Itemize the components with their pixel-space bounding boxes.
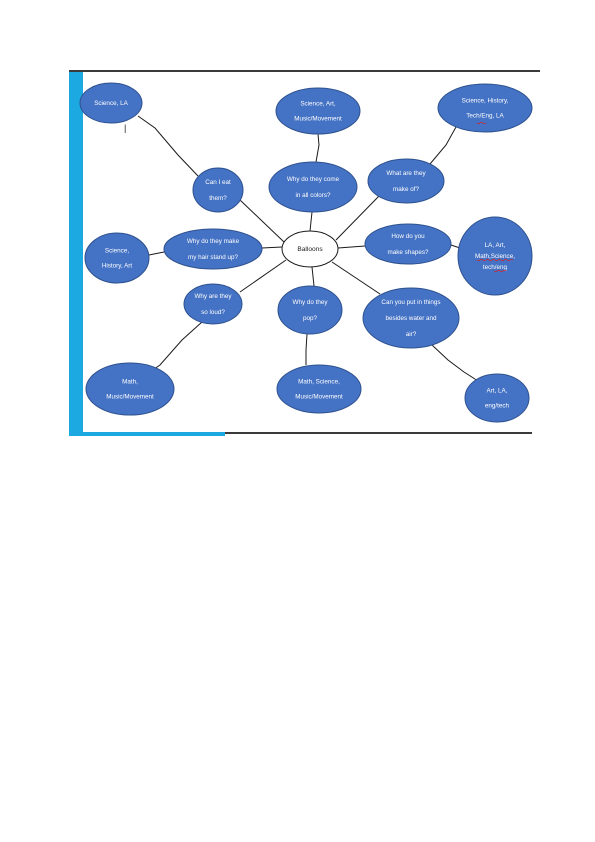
subject-bubble-shapes-subj: LA, Art, Math,Science, tech/eng [457,216,533,296]
question-bubble-eat: Can I eat them? [192,167,244,213]
subject-bubble-eat-subj-shape [79,82,143,124]
spellcheck-squiggle [476,121,487,125]
subject-bubble-loud-subj-shape [85,362,175,416]
question-bubble-hair-shape [163,228,263,270]
stray-mark: | [124,123,126,133]
question-bubble-eat-text-line: Can I eat [205,179,231,186]
connector-center-colors [309,211,313,232]
spellcheck-squiggle [476,258,514,262]
subject-bubble-colors-subj-text-line: Music/Movement [294,116,342,123]
subject-bubble-made-subj: Science, History, Tech/Eng, LA [437,83,533,133]
subject-bubble-pop-subj-text-line: Math, Science, [298,379,340,386]
subject-bubble-eat-subj: Science, LA [79,82,143,124]
connector-colors-subj [315,133,320,163]
connector-made-subj [429,126,457,165]
question-bubble-made: What are they make of? [367,158,445,204]
question-bubble-made-text-line: What are they [386,170,426,177]
question-bubble-things-shape [362,287,460,349]
question-bubble-shapes-text-line: make shapes? [388,249,429,256]
subject-bubble-things-subj: Art, LA, eng/tech [464,373,530,423]
question-bubble-loud-text-line: so loud? [201,309,225,316]
question-bubble-things-text-line: air? [406,331,417,338]
question-bubble-colors: Why do they come in all colors? [268,161,358,213]
question-bubble-hair-text-line: Why do they make [187,238,240,245]
connector-center-made [335,194,381,241]
subject-bubble-shapes-subj-text-line: Math,Science, [475,253,515,260]
question-bubble-loud: Why are they so loud? [183,283,243,325]
connector-pop-subj [305,333,308,365]
connector-lines [137,115,479,382]
subject-bubble-colors-subj-text-line: Science, Art, [300,101,336,108]
question-bubble-shapes-text-line: How do you [391,233,425,240]
question-bubble-colors-text-line: in all colors? [296,192,331,199]
question-bubble-pop-text-line: pop? [303,315,318,322]
subject-bubble-colors-subj-shape [275,87,361,135]
subject-bubble-loud-subj-text-line: Music/Movement [106,394,154,401]
connector-center-things [331,261,381,295]
question-bubble-loud-text-line: Why are they [194,293,232,300]
subject-bubble-pop-subj-text-line: Music/Movement [295,394,343,401]
subject-bubble-hair-subj-text-line: History, Art [102,263,133,270]
connector-center-eat [239,199,285,243]
subject-bubble-colors-subj: Science, Art, Music/Movement [275,87,361,135]
question-bubble-colors-text-line: Why do they come [287,176,340,183]
subject-bubble-hair-subj: Science, History, Art [84,232,150,284]
subject-bubble-eat-subj-text-line: Science, LA [94,100,128,107]
question-bubble-hair: Why do they make my hair stand up? [163,228,263,270]
subject-bubble-shapes-subj-text-line: LA, Art, [485,242,506,249]
question-bubble-eat-text-line: them? [209,195,227,202]
question-bubble-eat-shape [192,167,244,213]
subject-bubble-things-subj-shape [464,373,530,423]
connector-center-pop [311,266,315,287]
subject-bubble-loud-subj-text-line: Math, [122,379,138,386]
question-bubble-things-text-line: besides water and [385,315,437,322]
subject-bubble-hair-subj-shape [84,232,150,284]
subject-bubble-hair-subj-text-line: Science, [105,248,129,255]
subject-bubble-things-subj-text-line: Art, LA, [487,388,508,395]
question-bubble-made-shape [367,158,445,204]
top-rule [69,70,540,72]
question-bubble-things: Can you put in things besides water and ai… [362,287,460,349]
question-bubble-pop-text-line: Why do they [293,299,329,306]
bubble-nodes: Can I eat them? Why do they come in all col… [79,82,533,423]
bottom-rule [225,432,532,434]
question-bubble-loud-shape [183,283,243,325]
center-bubble-balloons-shape [281,230,339,268]
question-bubble-pop: Why do they pop? [277,285,343,335]
connector-center-loud [239,259,287,293]
question-bubble-hair-text-line: my hair stand up? [188,254,239,261]
subject-bubble-pop-subj: Math, Science, Music/Movement [276,364,362,414]
question-bubble-pop-shape [277,285,343,335]
connector-center-shapes [337,245,366,249]
connector-things-subj [431,344,479,382]
subject-bubble-made-subj-text-line: Tech/Eng, LA [466,113,504,120]
question-bubble-things-text-line: Can you put in things [381,299,440,306]
subject-bubble-things-subj-text-line: eng/tech [485,403,510,410]
center-bubble-balloons-text-line: Balloons [297,246,323,253]
subject-bubble-made-subj-text-line: Science, History, [462,98,509,105]
connector-loud-subj [149,321,203,373]
subject-bubble-made-subj-shape [437,83,533,133]
connector-hair-subj [148,251,165,256]
subject-bubble-shapes-subj-shape [457,216,533,296]
subject-bubble-shapes-subj-text-line: tech/eng [483,264,508,271]
connector-eat-subj [137,115,199,177]
question-bubble-shapes: How do you make shapes? [364,223,452,265]
center-bubble-balloons: Balloons [281,230,339,268]
question-bubble-shapes-shape [364,223,452,265]
subject-bubble-loud-subj: Math, Music/Movement [85,362,175,416]
spellcheck-squiggle [493,269,507,273]
question-bubble-colors-shape [268,161,358,213]
connector-center-hair [261,246,283,249]
subject-bubble-pop-subj-shape [276,364,362,414]
question-bubble-made-text-line: make of? [393,186,419,193]
